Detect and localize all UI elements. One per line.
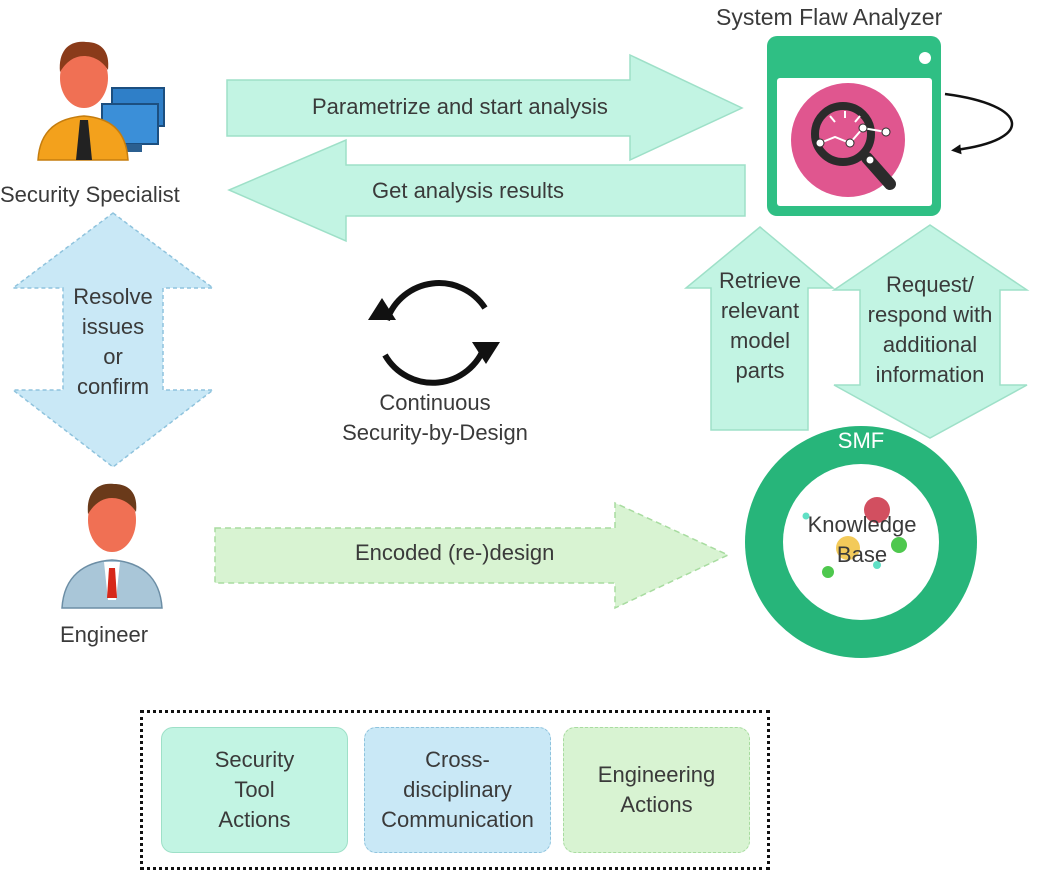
system-flaw-analyzer-title: System Flaw Analyzer (716, 4, 943, 30)
parametrize-arrow (226, 53, 744, 162)
cycle-icon (368, 280, 500, 386)
magnifier-chart-icon (791, 83, 905, 197)
encoded-design-arrow (214, 501, 730, 610)
request-arrow (831, 224, 1030, 439)
security-specialist-label: Security Specialist (0, 182, 180, 207)
smf-knowledge-base (745, 426, 977, 658)
engineer-icon (61, 483, 163, 609)
get-results-label: Get analysis results (372, 178, 564, 203)
legend-frame (140, 710, 770, 870)
parametrize-label: Parametrize and start analysis (312, 94, 608, 119)
loop-arrow-icon (944, 92, 1014, 155)
security-specialist-icon (37, 41, 165, 161)
smf-label: SMF (837, 428, 885, 453)
resolve-issues-arrow (10, 212, 216, 468)
system-flaw-analyzer (767, 36, 941, 216)
retrieve-arrow (683, 226, 836, 431)
get-results-arrow (227, 138, 746, 243)
encoded-design-label: Encoded (re-)design (355, 540, 555, 565)
engineer-label: Engineer (60, 622, 149, 647)
